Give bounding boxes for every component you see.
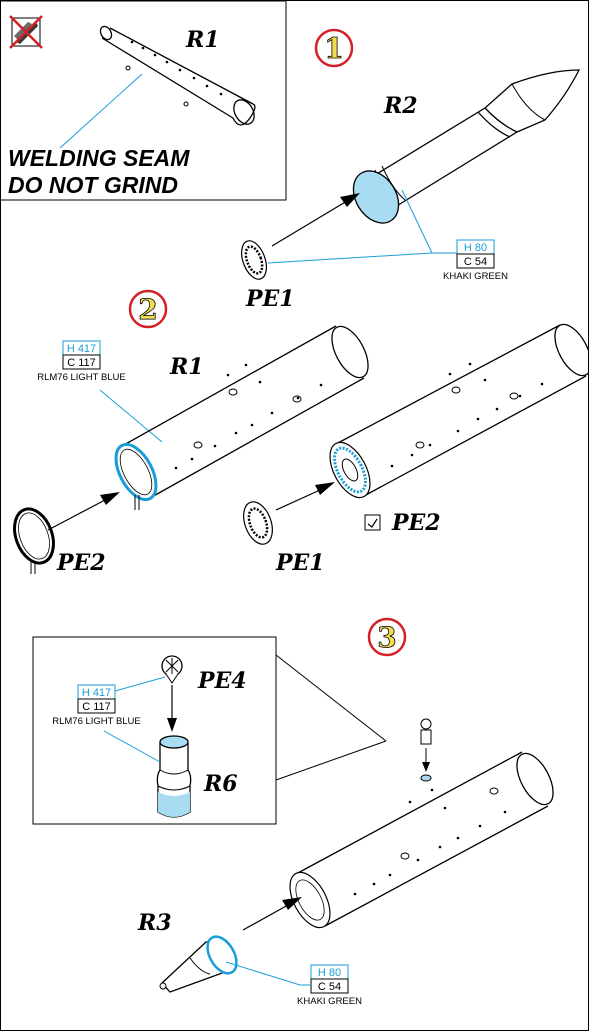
c-code: C 117: [82, 701, 111, 713]
photoetch-pe2-ring-left: [13, 507, 55, 574]
do-not-grind-note: DO NOT GRIND: [8, 172, 178, 198]
tube-assembled-step3: [289, 751, 554, 929]
photoetch-pe4-part: [161, 655, 183, 684]
step-3-badge: [367, 617, 407, 657]
color-name: RLM76 LIGHT BLUE: [37, 372, 126, 383]
c-code: C 54: [464, 256, 487, 268]
step-2-badge: [128, 289, 168, 329]
h-code: H 417: [82, 687, 111, 699]
part-r6-label: R6: [203, 771, 238, 797]
c-code: C 117: [67, 357, 96, 369]
assembly-arrow-icon: [271, 200, 348, 247]
paint-leader-pe4: [114, 676, 166, 692]
step-3-number: 3: [377, 621, 396, 654]
part-pe2-label-right: PE2: [391, 510, 441, 536]
h-code: H 417: [67, 343, 96, 355]
photoetch-pe1-disc-step2: [243, 501, 273, 545]
assembly-arrow-icon: [47, 499, 106, 531]
step-2-number: 2: [138, 293, 157, 326]
arrowhead: [315, 482, 335, 495]
step-1-badge: [314, 28, 354, 68]
arrowhead: [282, 897, 302, 910]
welding-seam-note: WELDING SEAM: [8, 145, 190, 171]
paint-leader-r2: [401, 189, 433, 254]
step-3-detail-inset: PE4 R6 H 417 C 117 RLM76 LIGHT BLUE: [32, 636, 387, 825]
assembly-arrow-icon: [275, 489, 321, 511]
part-r6-illustration: [156, 735, 192, 818]
step-3: 3 PE4 R6: [32, 617, 554, 1007]
color-name: RLM76 LIGHT BLUE: [52, 716, 141, 727]
tube-r1-left: [114, 325, 369, 510]
arrowhead: [100, 492, 120, 505]
part-r1-label: R1: [169, 354, 204, 380]
part-r3-label: R3: [137, 910, 172, 936]
part-pe4-label: PE4: [197, 668, 247, 694]
color-name: KHAKI GREEN: [297, 996, 362, 1007]
part-pe1-label-step2: PE1: [275, 550, 325, 576]
arrowhead: [167, 718, 177, 732]
paint-callout-khaki-green-nose: H 80 C 54 KHAKI GREEN: [297, 964, 362, 1007]
pe4-assembled-small: [420, 718, 432, 772]
paint-leader-nose: [225, 961, 311, 986]
inset-part-label: R1: [185, 27, 220, 53]
paint-leader-r6: [103, 730, 161, 763]
paint-callout-rlm76-light-blue: H 417 C 117 RLM76 LIGHT BLUE: [37, 340, 126, 383]
part-pe2-label-left: PE2: [56, 550, 106, 576]
part-r2-label: R2: [383, 93, 418, 119]
photoetch-pe1-disc: [241, 240, 267, 280]
h-code: H 80: [464, 242, 487, 254]
paint-leader-ring: [99, 389, 163, 443]
h-code: H 80: [318, 967, 341, 979]
color-name: KHAKI GREEN: [443, 271, 508, 282]
part-pe1-label-step1: PE1: [245, 286, 295, 312]
bend-fold-icon: [364, 514, 381, 531]
paint-callout-khaki-green: H 80 C 54 KHAKI GREEN: [443, 239, 508, 282]
nose-cone-r3-illustration: [159, 935, 238, 993]
assembly-arrow-icon: [242, 904, 289, 931]
tube-r1-right: [329, 323, 589, 499]
tube-r1-illustration: [99, 25, 256, 126]
arrowhead: [340, 193, 360, 207]
step-2: 2 H 417 C 117 RLM76 LIGHT BLUE R1: [13, 289, 589, 576]
paint-leader-pe1: [267, 252, 457, 264]
shell-r2-illustration: [352, 69, 581, 224]
welding-seam-inset: R1 WELDING SEAM DO NOT GRIND: [0, 0, 287, 201]
step-1-number: 1: [324, 32, 343, 65]
c-code: C 54: [318, 981, 341, 993]
seam-leader-line: [59, 73, 143, 149]
step-1: 1 R2 PE1 H 80 C 54 KHAKI GRE: [241, 28, 581, 312]
paint-callout-rlm76-inset: H 417 C 117 RLM76 LIGHT BLUE: [52, 684, 141, 727]
crossed-out-grinding-icon: [9, 15, 43, 49]
